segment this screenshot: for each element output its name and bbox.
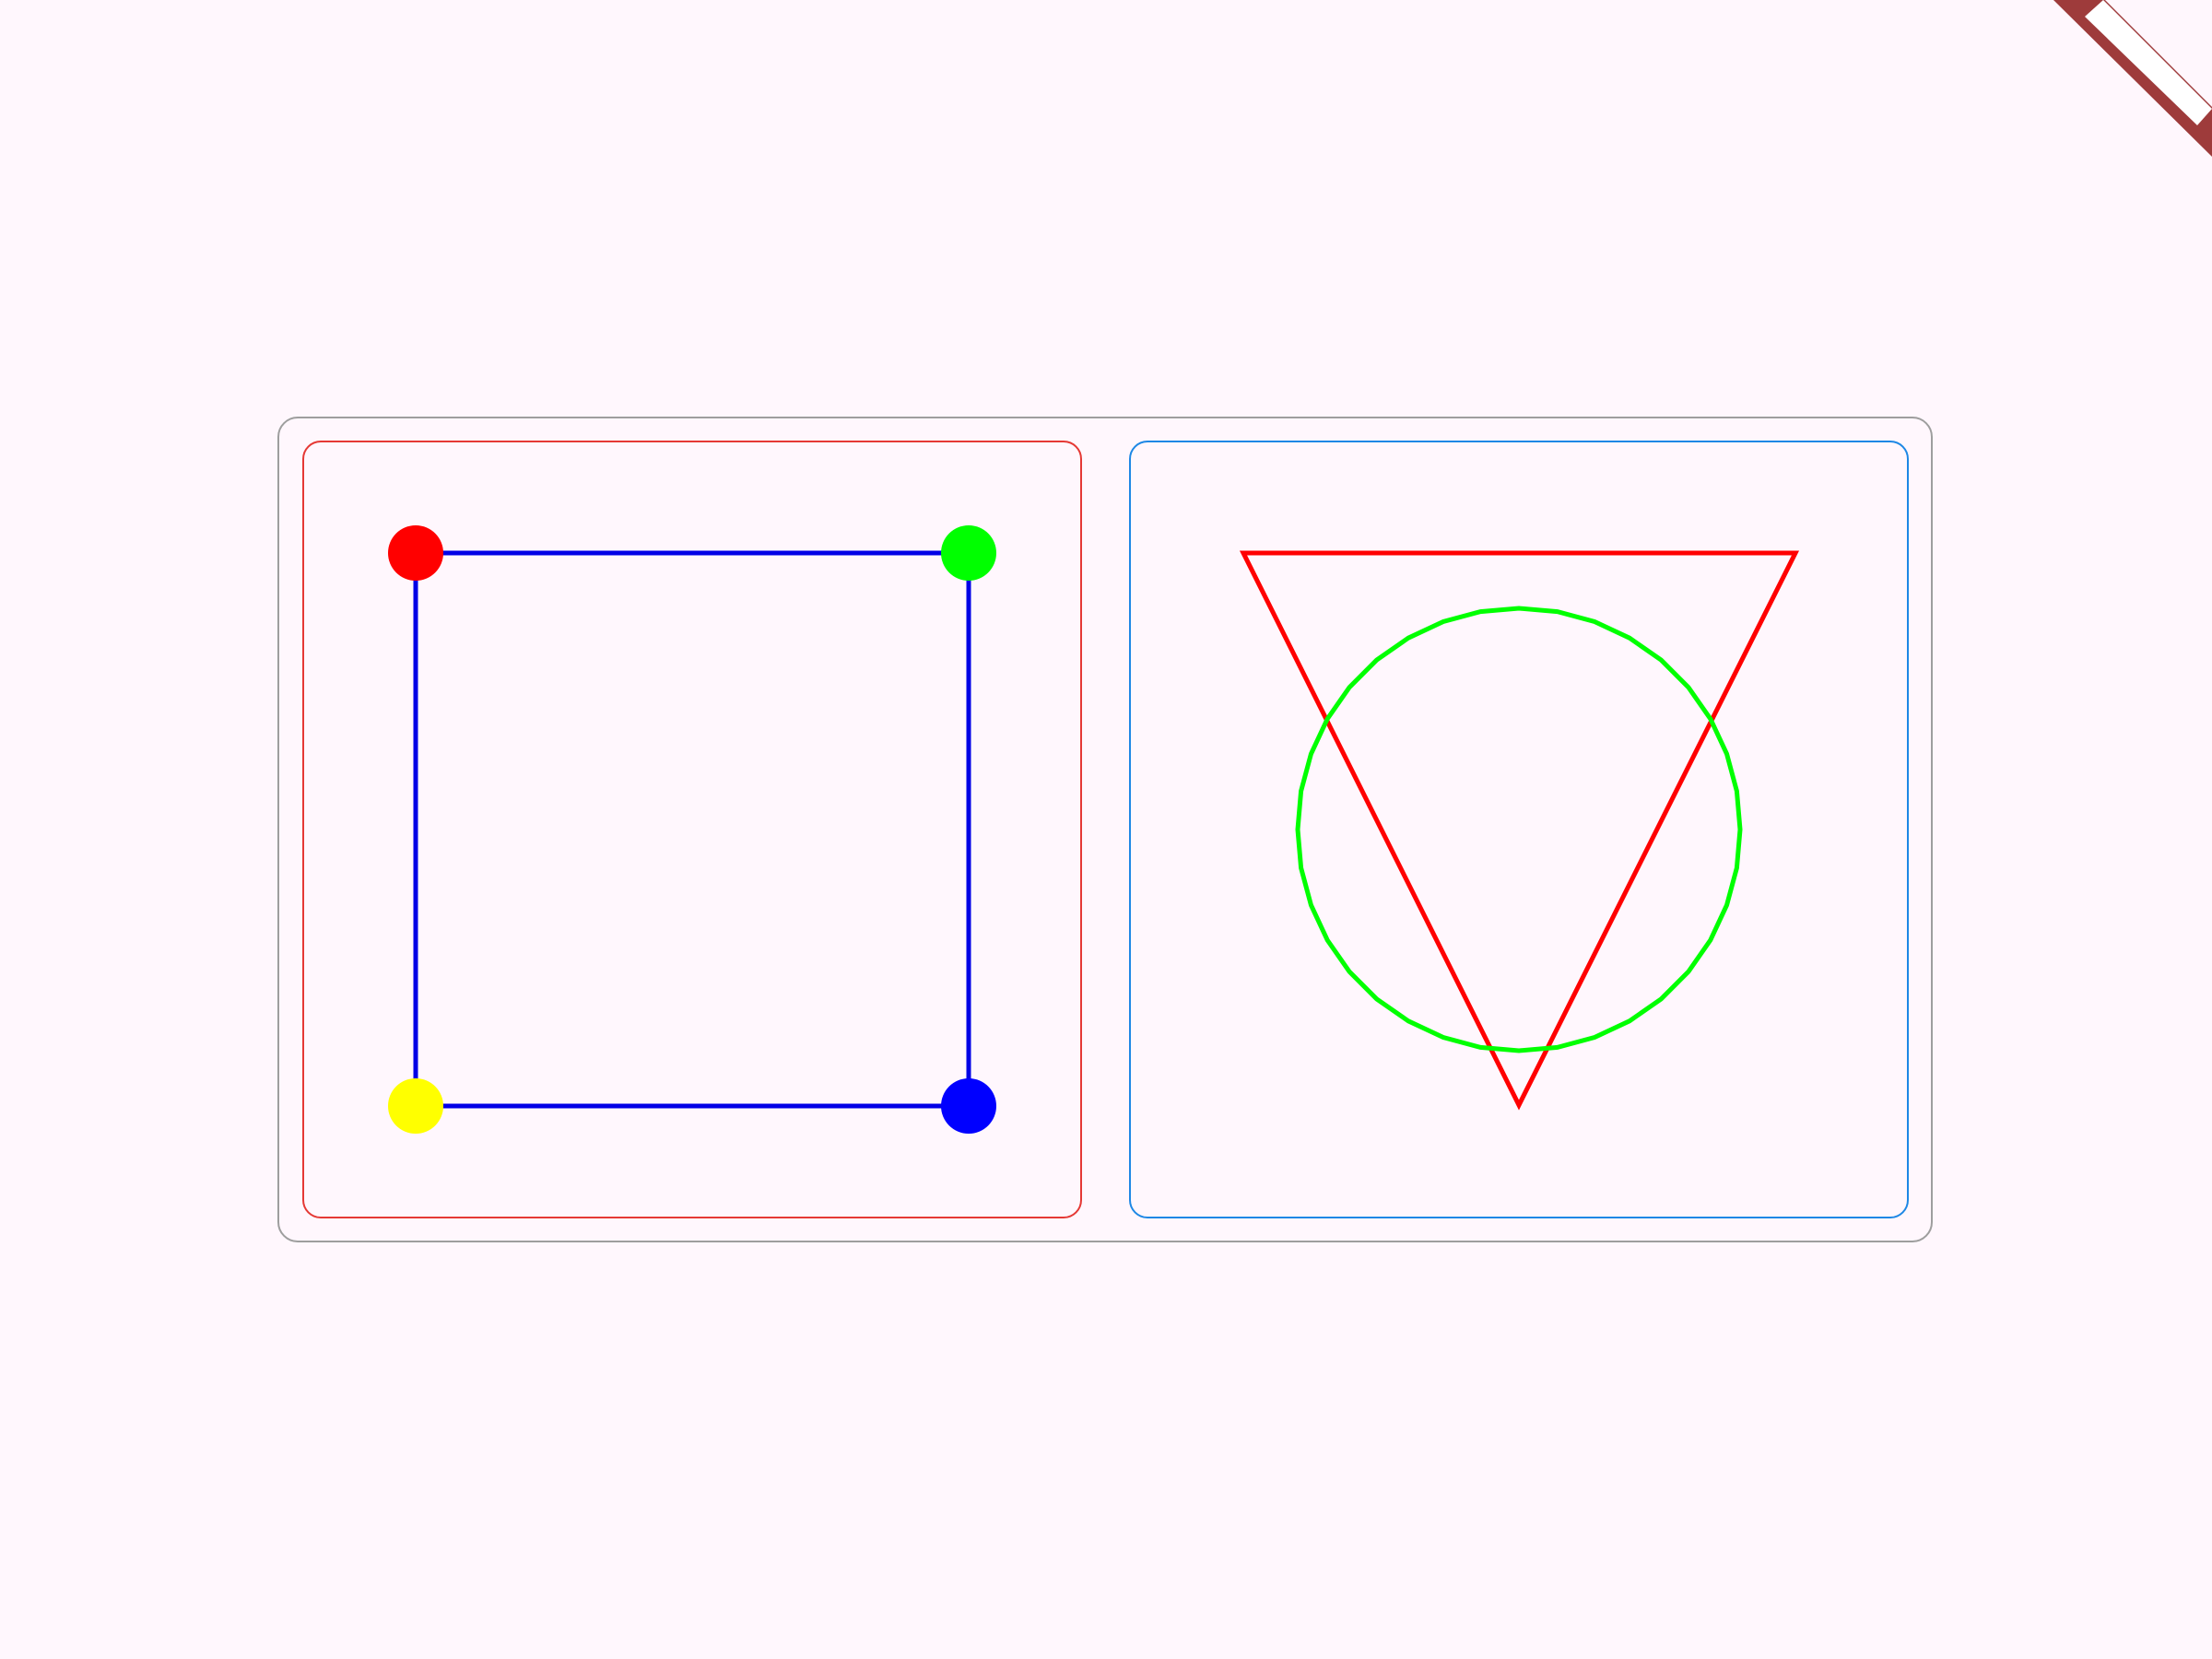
inverted-triangle xyxy=(1239,550,1800,1111)
vertex-bottom-right[interactable] xyxy=(941,1078,996,1134)
outer-frame xyxy=(277,417,1933,1242)
left-panel xyxy=(302,441,1082,1218)
vertex-bottom-left[interactable] xyxy=(388,1078,443,1134)
circle xyxy=(1295,606,1743,1053)
square-edges xyxy=(413,550,971,1109)
right-panel xyxy=(1129,441,1909,1218)
vertex-top-left[interactable] xyxy=(388,525,443,581)
vertex-top-right[interactable] xyxy=(941,525,996,581)
